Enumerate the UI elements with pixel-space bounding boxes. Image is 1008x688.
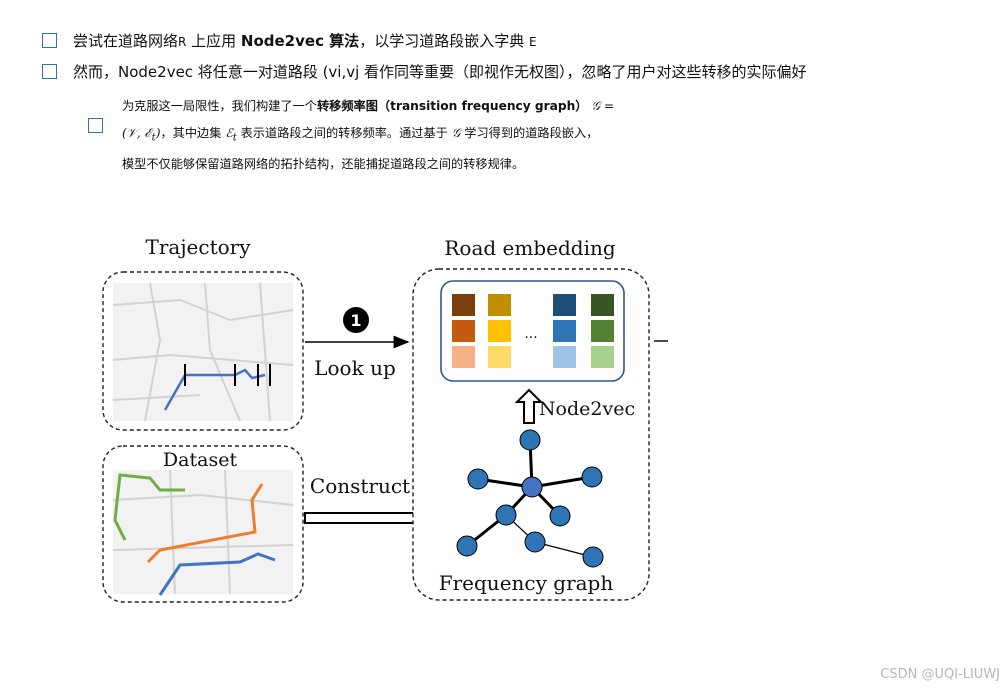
checkbox-icon[interactable] — [42, 64, 57, 79]
embedding-cell — [488, 294, 511, 316]
route-orange — [146, 483, 264, 564]
graph-center-node — [521, 476, 543, 498]
trajectory-map — [112, 282, 294, 422]
bullet-text-1: 尝试在道路网络R 上应用 Node2vec 算法，以学习道路段嵌入字典 E — [73, 32, 537, 50]
embedding-cell — [591, 294, 614, 316]
construct-label: Construct — [310, 474, 410, 498]
frequency-graph-label: Frequency graph — [439, 571, 614, 595]
road-embedding-title: Road embedding — [444, 236, 616, 260]
step-1-number: 1 — [350, 311, 361, 330]
checkbox-icon[interactable] — [42, 33, 57, 48]
segment-ticks — [184, 364, 271, 386]
embedding-cell — [591, 320, 614, 342]
trajectory-title: Trajectory — [146, 235, 252, 259]
graph-node — [519, 429, 541, 451]
lookup-label: Look up — [314, 356, 396, 380]
graph-node — [524, 531, 546, 553]
bullet-text-2: 然而，Node2vec 将任意一对道路段 (vi,vj 看作同等重要（即视作无权… — [73, 63, 807, 81]
dataset-map — [112, 469, 294, 596]
dataset-title: Dataset — [163, 449, 238, 471]
embedding-blocks — [452, 294, 614, 368]
route-green — [113, 473, 185, 541]
checkbox-icon[interactable] — [88, 118, 103, 133]
embedding-cell — [488, 346, 511, 368]
embedding-cell — [488, 320, 511, 342]
bullet-item-1: 尝试在道路网络R 上应用 Node2vec 算法，以学习道路段嵌入字典 E — [42, 30, 537, 51]
route-blue — [158, 552, 276, 596]
embedding-cell — [553, 320, 576, 342]
graph-node — [495, 504, 517, 526]
embedding-cell — [452, 346, 475, 368]
embedding-cell — [452, 320, 475, 342]
paragraph-line-1: 为克服这一局限性，我们构建了一个转移频率图（transition frequen… — [122, 99, 615, 113]
embedding-cell — [553, 294, 576, 316]
paragraph-line-2: (𝒱, ℰt)，其中边集 ℰt 表示道路段之间的转移频率。通过基于 𝒢 学习得到… — [122, 126, 599, 144]
graph-node — [549, 505, 571, 527]
paragraph: 为克服这一局限性，我们构建了一个转移频率图（transition frequen… — [122, 93, 722, 178]
watermark: CSDN @UQI-LIUWJ — [880, 667, 1000, 682]
dataset-panel — [102, 445, 304, 603]
trajectory-path — [163, 368, 266, 411]
bullet-item-2: 然而，Node2vec 将任意一对道路段 (vi,vj 看作同等重要（即视作无权… — [42, 61, 807, 82]
embedding-cell — [553, 346, 576, 368]
graph-node — [456, 535, 478, 557]
graph-node — [467, 468, 489, 490]
paragraph-line-3: 模型不仅能够保留道路网络的拓扑结构，还能捕捉道路段之间的转移规律。 — [122, 157, 525, 172]
node2vec-label: Node2vec — [539, 398, 635, 420]
embedding-cell — [452, 294, 475, 316]
graph-node — [581, 466, 603, 488]
embedding-dictionary — [440, 280, 625, 382]
trajectory-panel — [102, 271, 304, 431]
step-1-badge — [343, 307, 369, 333]
node2vec-arrow — [514, 388, 544, 424]
construct-arrow — [304, 501, 457, 535]
frequency-graph — [456, 429, 604, 568]
road-embedding-panel — [412, 268, 650, 601]
embedding-ellipsis: ... — [524, 326, 537, 342]
graph-node — [582, 546, 604, 568]
embedding-cell — [591, 346, 614, 368]
